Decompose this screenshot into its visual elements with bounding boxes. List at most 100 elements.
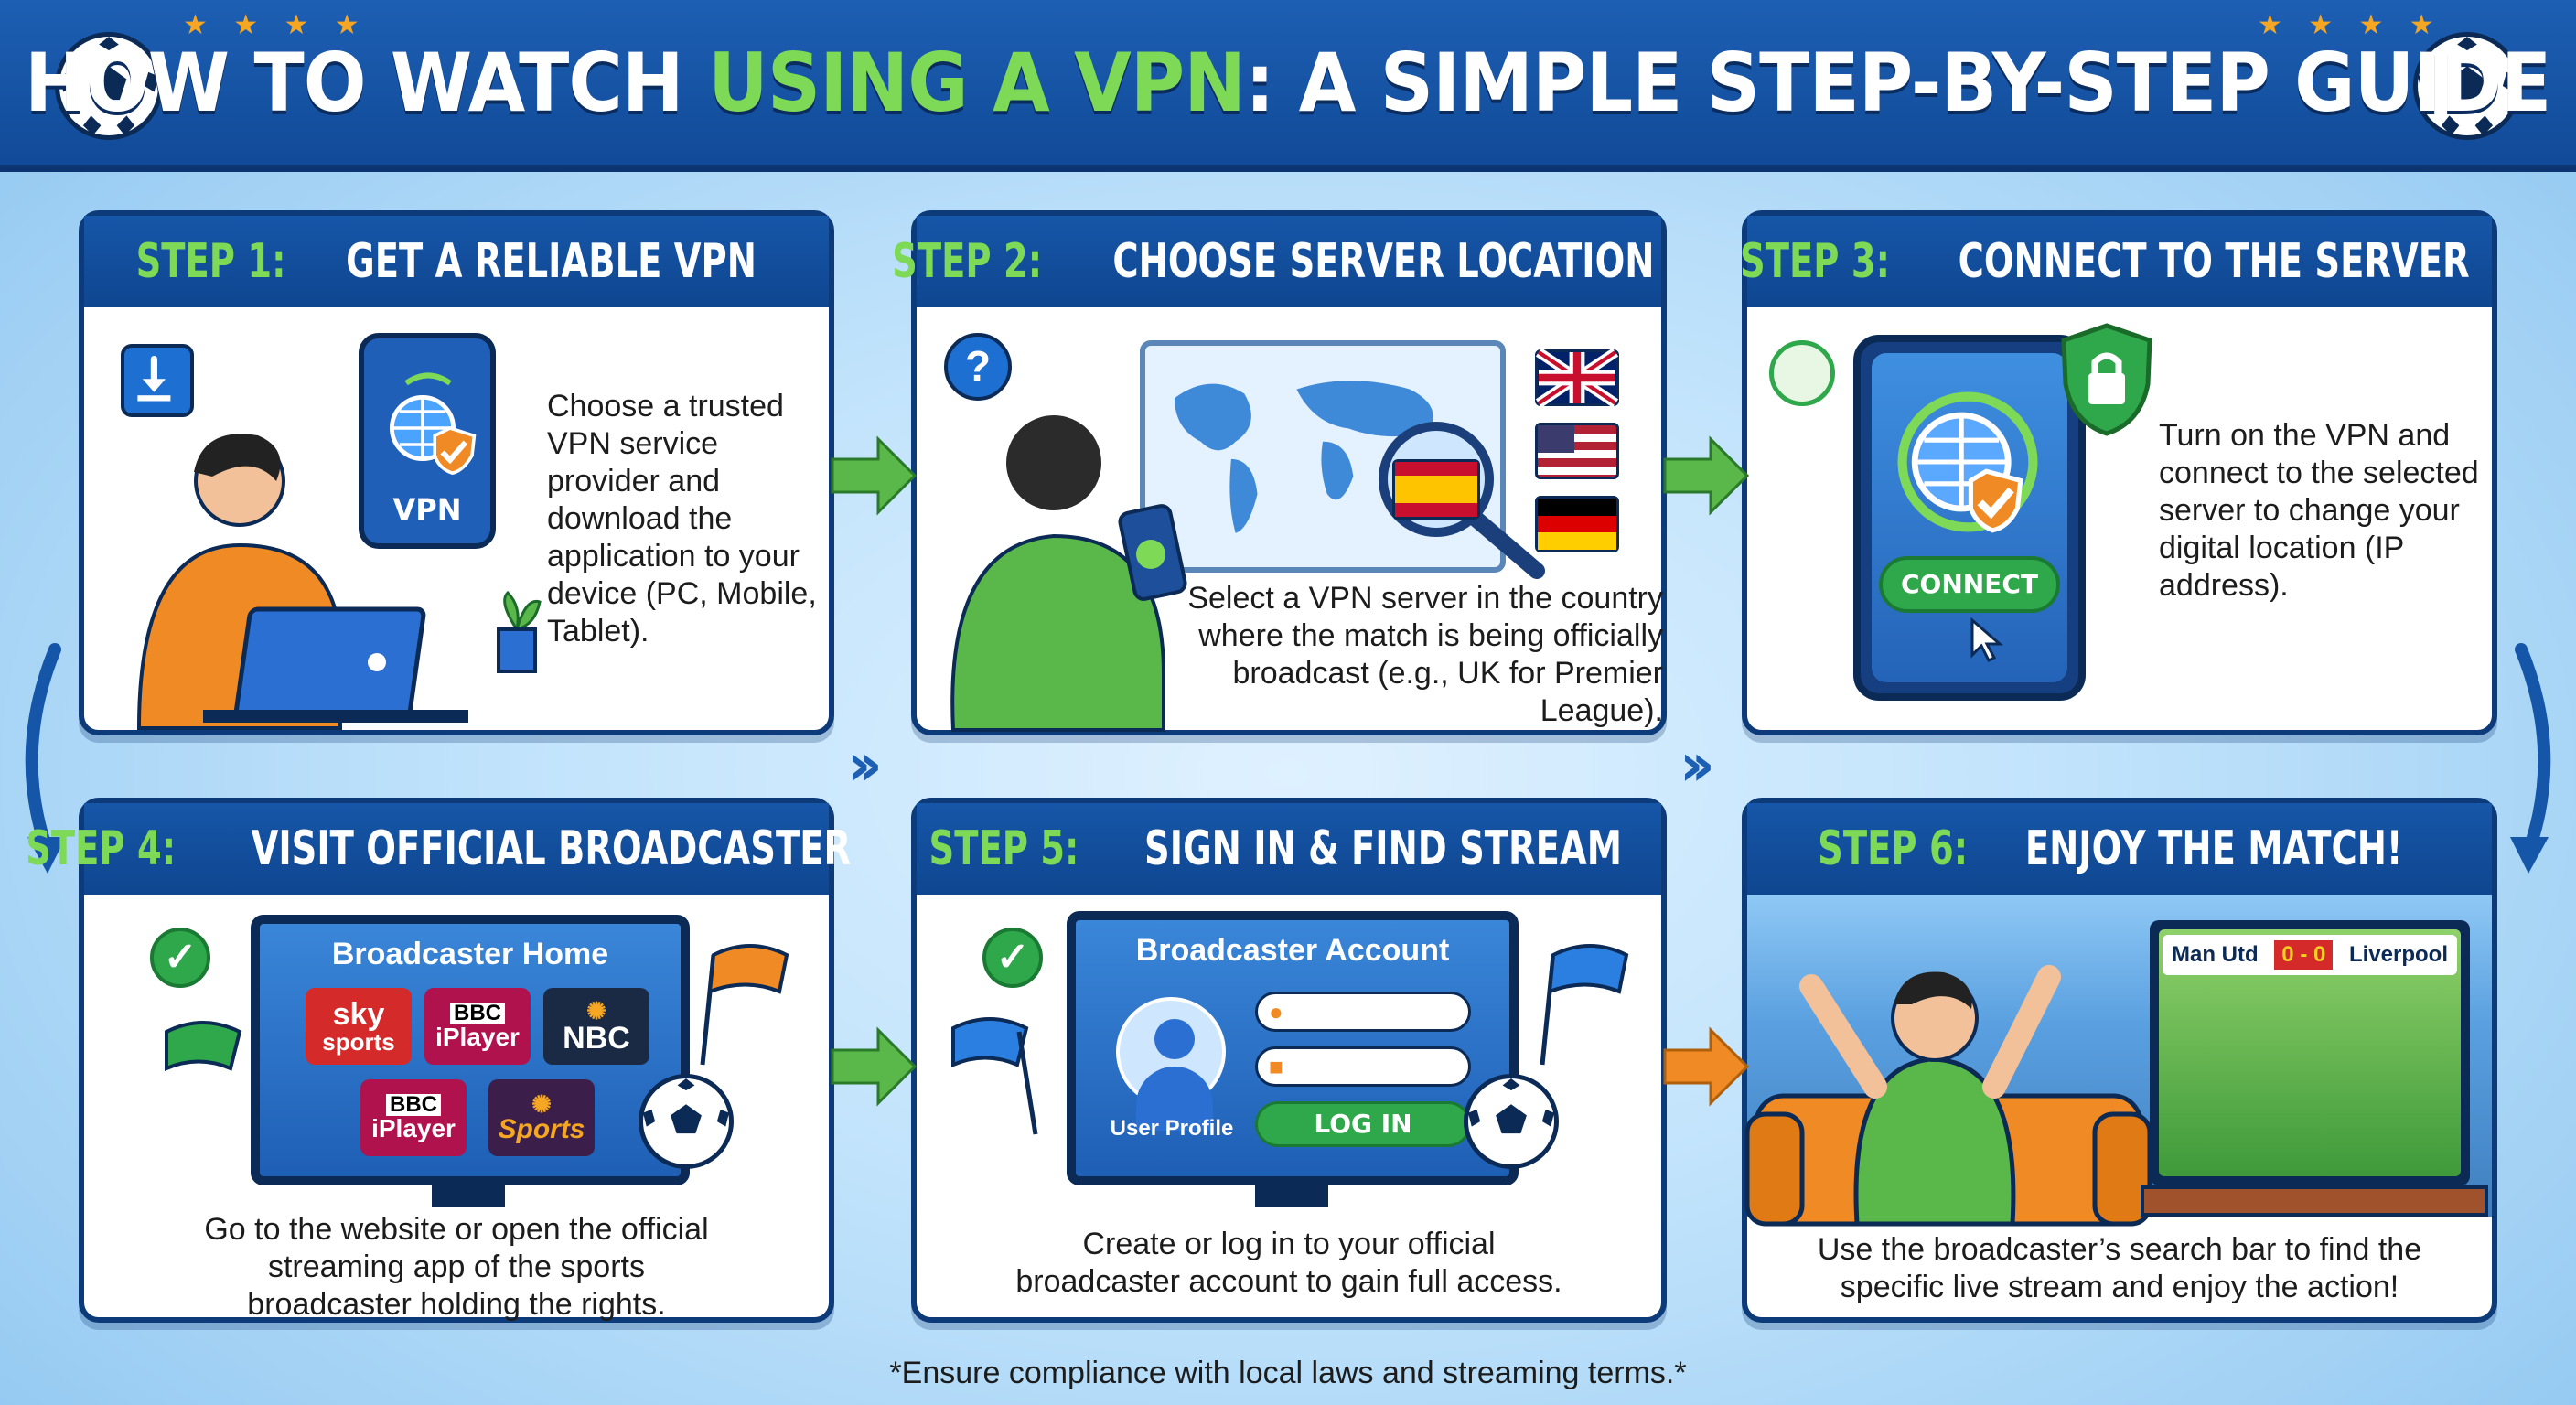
phone-icon: VPN <box>359 333 496 549</box>
step-title: GET A RELIABLE VPN <box>345 234 757 289</box>
description-line: specific live stream and enjoy the actio… <box>1840 1270 2399 1304</box>
flag-icon <box>1540 944 1629 1066</box>
user-icon <box>1116 997 1226 1131</box>
description-line: Turn on the VPN and <box>2159 418 2451 453</box>
description-line: Go to the website or open the official <box>204 1212 709 1247</box>
download-icon <box>121 344 194 417</box>
step-number: STEP 6: <box>1818 821 1969 876</box>
fan-on-sofa-illustration <box>1744 965 2152 1227</box>
step-description: Select a VPN server in the country where… <box>1129 580 1663 730</box>
phone-label: VPN <box>392 492 462 527</box>
description-line: Use the broadcaster’s search bar to find… <box>1817 1232 2422 1267</box>
globe-shield-icon <box>390 372 477 476</box>
soccer-ball-icon <box>55 32 163 140</box>
login-button[interactable]: LOG IN <box>1255 1101 1471 1147</box>
step-header: STEP 2: CHOOSE SERVER LOCATION <box>892 216 1661 307</box>
flag-icon <box>165 1021 242 1072</box>
scoreboard: Man Utd 0 - 0 Liverpool <box>2163 935 2457 975</box>
check-icon: ✓ <box>150 928 210 988</box>
step-title: CONNECT TO THE SERVER <box>1958 234 2470 289</box>
soccer-ball-icon <box>2413 32 2521 140</box>
us-flag-icon <box>1535 423 1619 479</box>
lock-shield-icon <box>2061 323 2152 436</box>
stars-decoration: ★ ★ ★ ★ <box>183 10 369 40</box>
flag-icon <box>951 1017 1038 1135</box>
step-card-6: STEP 6: ENJOY THE MATCH! Man Utd 0 - 0 L… <box>1742 798 2497 1323</box>
step-title: VISIT OFFICIAL BROADCASTER <box>251 821 851 876</box>
step-header: STEP 6: ENJOY THE MATCH! <box>1747 803 2492 895</box>
power-icon <box>1769 340 1835 406</box>
step-body: CONNECT Turn on the VPN and connect to t… <box>1747 307 2492 730</box>
password-input[interactable]: ■ <box>1255 1046 1471 1087</box>
step-number: STEP 1: <box>135 234 286 289</box>
step-header: STEP 4: VISIT OFFICIAL BROADCASTER <box>26 803 851 895</box>
step-description: Create or log in to your official broadc… <box>917 1226 1661 1301</box>
description-line: device (PC, Mobile, <box>547 576 817 611</box>
title-highlight: USING A VPN <box>708 35 1246 130</box>
user-icon: ● <box>1269 998 1283 1025</box>
double-chevron-icon: ›› <box>1680 732 1715 799</box>
page-title: HOW TO WATCH USING A VPN: A SIMPLE STEP-… <box>25 35 2551 130</box>
username-input[interactable]: ● <box>1255 992 1471 1032</box>
description-line: digital location (IP <box>2159 531 2405 565</box>
step-title: SIGN IN & FIND STREAM <box>1144 821 1623 876</box>
tv-stand <box>432 1185 505 1207</box>
uk-flag-icon <box>1535 348 1619 408</box>
step-card-4: STEP 4: VISIT OFFICIAL BROADCASTER ✓ Bro… <box>26 798 851 1323</box>
login-screen: Broadcaster Account User Profile ● ■ LOG… <box>1067 911 1519 1185</box>
arrow-right-icon <box>831 1026 918 1107</box>
description-line: Tablet). <box>547 614 649 649</box>
description-line: provider and <box>547 464 721 499</box>
login-button-label: LOG IN <box>1314 1109 1412 1139</box>
description-line: application to your <box>547 539 800 574</box>
description-line: broadcaster account to gain full access. <box>1015 1264 1562 1299</box>
nbc-logo[interactable]: ✺NBC <box>543 988 649 1065</box>
title-suffix: : A SIMPLE STEP-BY-STEP GUIDE <box>1245 35 2551 130</box>
header: ★ ★ ★ ★ ★ ★ ★ ★ HOW TO WATCH USING A VPN… <box>0 0 2576 172</box>
step-body: ✓ Broadcaster Account User Profile ● ■ L… <box>917 895 1661 1317</box>
connect-button[interactable]: CONNECT <box>1879 556 2060 613</box>
screen-title: Broadcaster Account <box>1135 933 1450 968</box>
description-line: broadcast (e.g., UK for Premier League). <box>1232 656 1663 728</box>
screen-title: Broadcaster Home <box>331 937 609 971</box>
question-icon: ? <box>944 333 1012 401</box>
home-team: Man Utd <box>2172 942 2259 967</box>
step-header: STEP 1: GET A RELIABLE VPN <box>84 216 829 307</box>
profile-label: User Profile <box>1110 1116 1234 1141</box>
description-line: Select a VPN server in the country <box>1187 581 1663 616</box>
description-line: streaming app of the sports <box>267 1249 645 1284</box>
description-line: Create or log in to your official <box>1082 1227 1496 1261</box>
footnote: *Ensure compliance with local laws and s… <box>889 1356 1687 1390</box>
arrow-right-icon <box>1663 1026 1750 1107</box>
step-number: STEP 5: <box>928 821 1079 876</box>
phone-icon: CONNECT <box>1853 335 2086 701</box>
step-header: STEP 5: SIGN IN & FIND STREAM <box>917 803 1661 895</box>
description-line: where the match is being officially <box>1198 618 1663 653</box>
germany-flag-icon <box>1535 496 1619 552</box>
step-header: STEP 3: CONNECT TO THE SERVER <box>1740 216 2492 307</box>
monitor-stand <box>1255 1185 1328 1207</box>
curved-arrow-icon <box>2510 643 2551 874</box>
description-line: download the <box>547 501 733 536</box>
soccer-ball-icon <box>1464 1074 1559 1169</box>
step-number: STEP 2: <box>892 234 1042 289</box>
step-card-3: STEP 3: CONNECT TO THE SERVER CONNECT Tu <box>1740 210 2497 735</box>
step-description: Use the broadcaster’s search bar to find… <box>1747 1231 2492 1306</box>
check-icon: ✓ <box>982 928 1043 988</box>
flag-icon <box>700 944 789 1066</box>
nbc-sports-logo[interactable]: ✺Sports <box>488 1079 595 1156</box>
curved-arrow-icon <box>25 643 66 874</box>
plant-icon <box>497 590 542 673</box>
arrow-right-icon <box>831 435 918 516</box>
cursor-icon <box>1970 617 2004 663</box>
step-card-1: STEP 1: GET A RELIABLE VPN VPN <box>79 210 834 735</box>
soccer-ball-icon <box>639 1074 734 1169</box>
step-body: VPN Choose a trusted VPN service provide… <box>84 307 829 730</box>
title-prefix: HOW TO WATCH <box>25 35 709 130</box>
step-description: Turn on the VPN and connect to the selec… <box>2159 417 2479 605</box>
